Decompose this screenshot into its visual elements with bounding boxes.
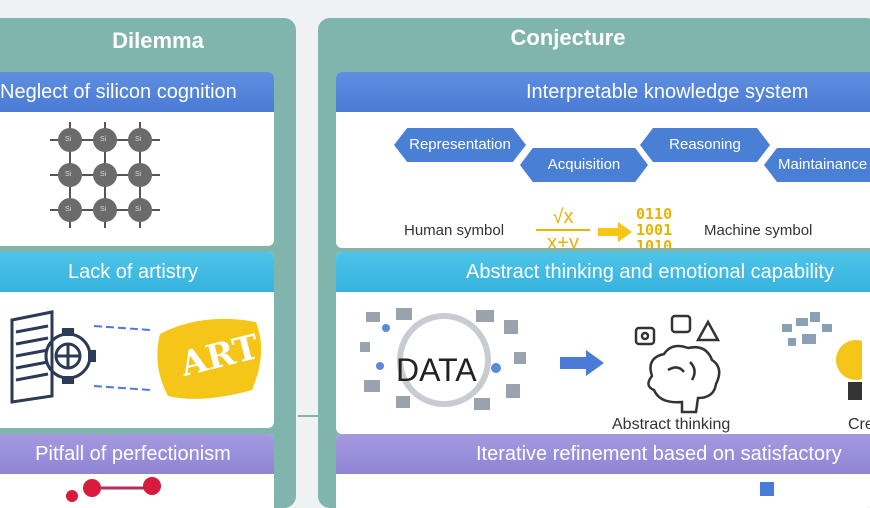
si-label: Si — [100, 171, 107, 178]
dilemma-panel: Dilemma Neglect of silicon cognition Si … — [0, 18, 296, 508]
machine-symbol-label: Machine symbol — [704, 222, 813, 239]
si-label: Si — [65, 171, 72, 178]
silicon-cognition-label: Neglect of silicon cognition — [0, 81, 237, 103]
brain-icon — [634, 314, 721, 414]
flow-arrow-icon — [560, 350, 604, 376]
refinement-marker — [760, 482, 774, 496]
transform-arrow-icon — [598, 222, 632, 242]
abstract-thinking-section: Abstract thinking and emotional capabili… — [336, 252, 870, 434]
iterative-refinement-band: Iterative refinement based on satisfacto… — [336, 434, 870, 474]
binary-row: 0110 — [636, 205, 673, 223]
step-reasoning: Reasoning — [640, 128, 770, 162]
knowledge-system-band: Interpretable knowledge system — [336, 72, 870, 112]
knowledge-system-section: Interpretable knowledge system Represent… — [336, 72, 870, 248]
formula: √x x+y — [536, 206, 590, 248]
formula-top: √x — [552, 206, 574, 228]
perfectionism-section: Pitfall of perfectionism — [0, 434, 274, 508]
abstract-thinking-band: Abstract thinking and emotional capabili… — [336, 252, 870, 292]
si-label: Si — [135, 136, 142, 143]
creativity-bulb-icon — [782, 312, 862, 400]
silicon-cognition-section: Neglect of silicon cognition Si Si Si Si… — [0, 72, 274, 246]
perfectionism-band: Pitfall of perfectionism — [0, 434, 274, 474]
conjecture-title: Conjecture — [510, 25, 626, 50]
perfectionism-label: Pitfall of perfectionism — [35, 443, 231, 465]
dilemma-title: Dilemma — [112, 28, 204, 53]
abstract-thinking-label: Abstract thinking — [612, 416, 731, 433]
conjecture-panel: Conjecture Interpretable knowledge syste… — [318, 18, 870, 508]
formula-bar — [536, 229, 590, 231]
si-label: Si — [100, 136, 107, 143]
human-symbol-label: Human symbol — [404, 222, 505, 239]
art-brush-stroke — [157, 318, 262, 399]
si-label: Si — [65, 136, 72, 143]
step-acquisition: Acquisition — [520, 148, 648, 182]
artistry-section: Lack of artistry ART — [0, 252, 274, 428]
step-maintainance: Maintainance — [764, 148, 870, 182]
formula-bottom: x+y — [547, 232, 579, 248]
si-label: Si — [135, 171, 142, 178]
iterative-refinement-label: Iterative refinement based on satisfacto… — [476, 443, 842, 465]
data-cloud-icon — [360, 308, 526, 410]
data-label: DATA — [396, 352, 477, 388]
binary-row: 1001 — [636, 221, 673, 239]
binary-row: 1010 — [636, 237, 673, 248]
knowledge-system-label: Interpretable knowledge system — [526, 81, 809, 103]
binary-block: 0110 1001 1010 — [636, 206, 672, 248]
artistry-band: Lack of artistry — [0, 252, 274, 292]
artistry-label: Lack of artistry — [67, 261, 199, 283]
molecule-icon — [66, 477, 161, 502]
book-gear-icon — [10, 310, 262, 404]
si-label: Si — [135, 206, 142, 213]
iterative-refinement-section: Iterative refinement based on satisfacto… — [336, 434, 870, 508]
silicon-lattice-icon — [50, 122, 160, 228]
si-label: Si — [65, 206, 72, 213]
abstract-thinking-band-label: Abstract thinking and emotional capabili… — [466, 261, 834, 283]
si-label: Si — [100, 206, 107, 213]
step-representation: Representation — [394, 128, 526, 162]
silicon-cognition-band: Neglect of silicon cognition — [0, 72, 274, 112]
creativity-label: Cre — [848, 416, 870, 433]
